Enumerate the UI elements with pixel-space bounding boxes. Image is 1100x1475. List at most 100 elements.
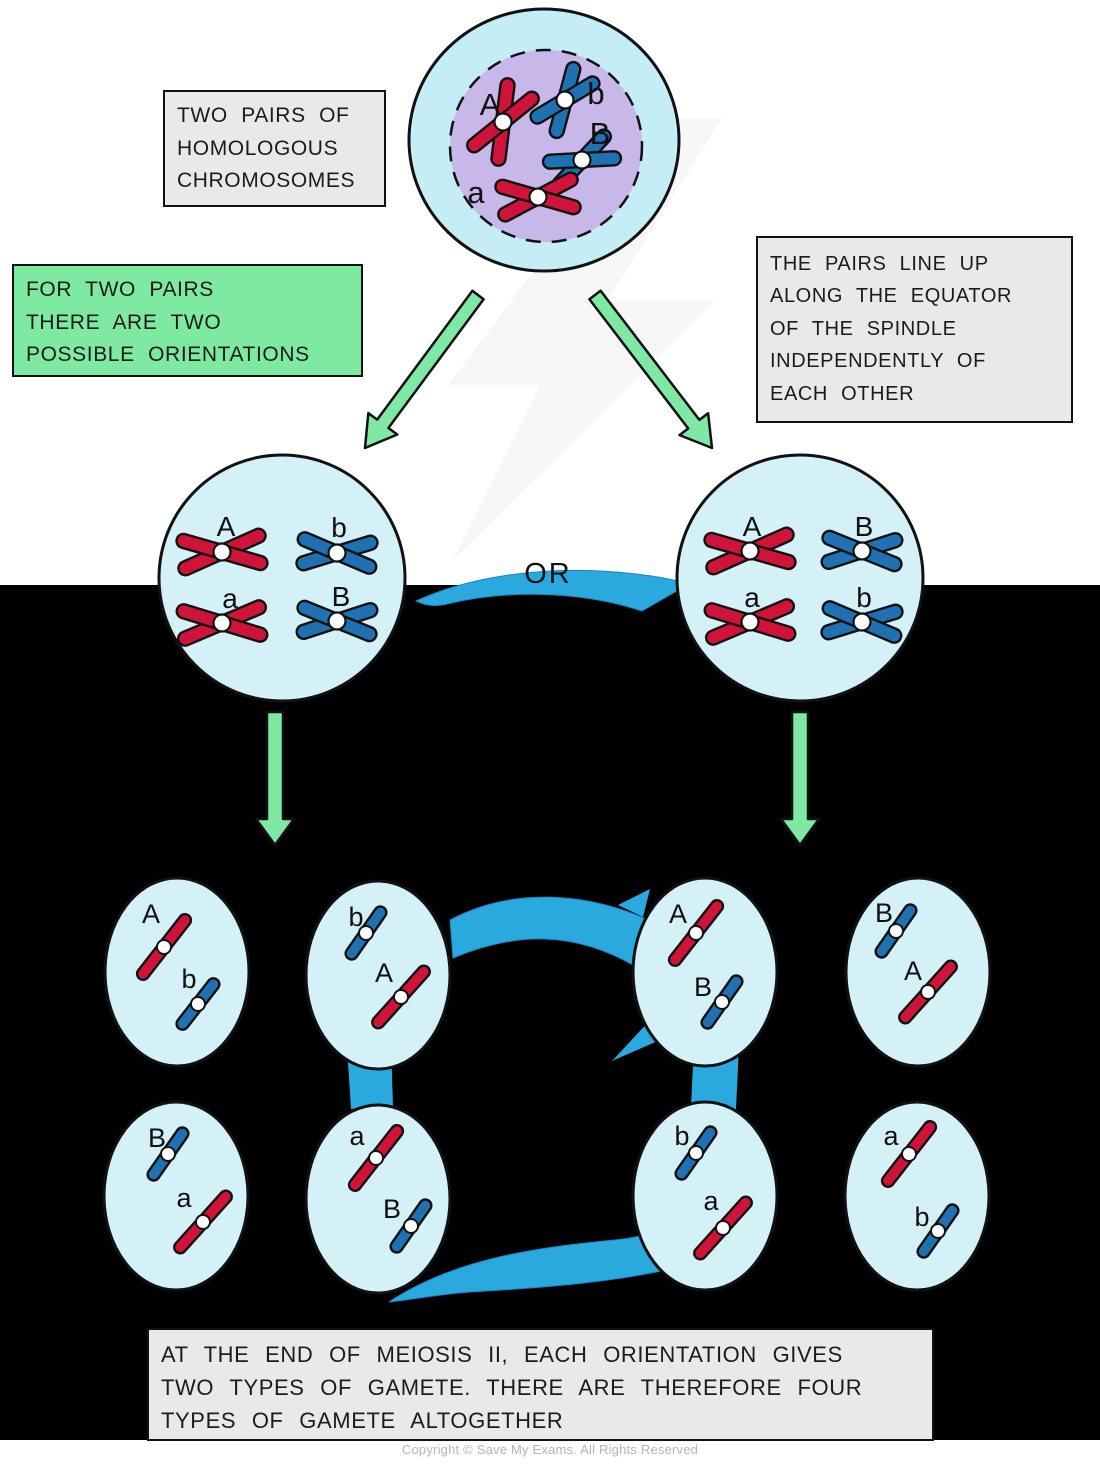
centromere xyxy=(493,112,513,132)
chromosome-label-B: B xyxy=(875,898,893,928)
gamete-cell xyxy=(843,1100,991,1292)
centromere xyxy=(195,1214,211,1230)
chromosome-b xyxy=(529,60,601,140)
chromosome-b xyxy=(295,531,379,575)
centromere xyxy=(930,1223,946,1239)
centromere xyxy=(403,1218,419,1234)
gamete-cell xyxy=(631,1100,779,1292)
chromatid-B xyxy=(700,974,744,1030)
note-pairs-line-up: THE PAIRS LINE UP ALONG THE EQUATOR OF T… xyxy=(756,236,1073,423)
centromere xyxy=(212,613,232,633)
chromatid-A xyxy=(667,899,725,967)
chromatid-b xyxy=(175,977,221,1031)
chromosome-label-a: a xyxy=(703,1186,719,1216)
chromosome-label-A: A xyxy=(743,511,762,542)
chromatid-b xyxy=(916,1203,960,1259)
chromosome-label-a: a xyxy=(222,583,238,614)
chromosome-label-B: B xyxy=(332,581,351,612)
chromosome-label-b: b xyxy=(348,902,363,932)
note-two-pairs: TWO PAIRS OF HOMOLOGOUS CHROMOSOMES xyxy=(163,90,386,207)
note-meiosis-result: AT THE END OF MEIOSIS II, EACH ORIENTATI… xyxy=(147,1328,934,1441)
gamete-cell xyxy=(304,879,452,1071)
centromere xyxy=(740,612,760,632)
chromosome-label-A: A xyxy=(480,87,501,122)
centromere xyxy=(901,1146,917,1162)
arrow-to-left-orientation xyxy=(363,289,485,450)
centromere xyxy=(920,984,936,1000)
centromere xyxy=(852,612,872,632)
centromere xyxy=(528,187,548,207)
chromatid-b xyxy=(344,905,388,961)
chromosome-label-A: A xyxy=(375,958,393,988)
chromatid-A xyxy=(135,913,193,981)
chromosome-label-B: B xyxy=(148,1123,166,1153)
centromere xyxy=(740,541,760,561)
chromatid-B xyxy=(874,903,918,959)
centromere xyxy=(327,543,347,563)
centromere xyxy=(714,994,730,1010)
orientation-cell xyxy=(157,453,407,703)
chromosome-label-B: B xyxy=(855,511,874,542)
centromere xyxy=(555,90,575,110)
arrow-down-right xyxy=(779,710,821,847)
gamete-cell xyxy=(304,1103,452,1295)
centromere xyxy=(393,989,409,1005)
chromosome-B xyxy=(820,529,904,573)
chromosome-label-a: a xyxy=(176,1183,192,1213)
chromosome-label-b: b xyxy=(587,76,604,111)
centromere xyxy=(888,923,904,939)
gamete-cell xyxy=(102,1100,250,1292)
centromere xyxy=(190,996,206,1012)
chromosome-A xyxy=(175,527,269,577)
chromatid-b xyxy=(674,1125,718,1181)
centromere xyxy=(156,939,172,955)
gamete-cell xyxy=(103,876,251,1068)
chromosome-a xyxy=(494,171,582,223)
centromere xyxy=(852,541,872,561)
centromere xyxy=(688,925,704,941)
chromosome-label-a: a xyxy=(467,175,485,210)
chromosome-label-a: a xyxy=(349,1121,365,1151)
chromosome-label-B: B xyxy=(383,1194,401,1224)
chromosome-label-b: b xyxy=(181,964,196,994)
centromere xyxy=(368,1150,384,1166)
chromatid-A xyxy=(371,964,431,1030)
gamete-cell xyxy=(631,876,779,1068)
orientation-cell xyxy=(675,453,925,703)
chromatid-a xyxy=(173,1189,233,1255)
chromosome-label-B: B xyxy=(590,116,611,151)
arrow-to-right-orientation xyxy=(588,289,714,450)
chromosome-label-b: b xyxy=(674,1121,689,1151)
chromatid-a xyxy=(880,1120,938,1188)
chromosome-label-A: A xyxy=(217,511,236,542)
or-label: OR xyxy=(524,558,572,590)
centromere xyxy=(327,611,347,631)
copyright-text: Copyright © Save My Exams. All Rights Re… xyxy=(401,1442,699,1457)
chromosome-label-B: B xyxy=(694,972,712,1002)
chromosome-a xyxy=(703,598,797,646)
centromere xyxy=(572,150,592,170)
chromatid-A xyxy=(898,959,958,1025)
chromatid-a xyxy=(693,1195,753,1261)
chromosome-label-a: a xyxy=(744,582,760,613)
chromosome-label-b: b xyxy=(331,512,347,543)
centromere xyxy=(160,1146,176,1162)
chromatid-a xyxy=(347,1124,405,1192)
chromatid-B xyxy=(389,1198,433,1254)
centromere xyxy=(715,1220,731,1236)
chromosome-label-b: b xyxy=(856,582,872,613)
chromosome-label-a: a xyxy=(883,1121,899,1151)
chromosome-A xyxy=(466,77,540,167)
arrow-down-left xyxy=(254,710,296,847)
chromosome-label-b: b xyxy=(914,1202,929,1232)
centromere xyxy=(688,1145,704,1161)
ribbon-sliver-upper xyxy=(618,889,650,917)
chromosome-a xyxy=(175,599,269,647)
note-two-orientations: FOR TWO PAIRS THERE ARE TWO POSSIBLE ORI… xyxy=(12,264,363,377)
chromosome-b xyxy=(820,600,904,644)
chromosome-label-A: A xyxy=(669,899,687,929)
chromosome-B xyxy=(295,599,379,643)
